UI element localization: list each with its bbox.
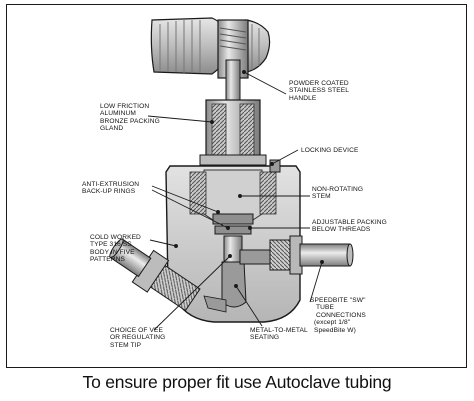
label-connections-sub: TUBE CONNECTIONS: [316, 304, 366, 319]
diagram-frame: [6, 4, 467, 368]
label-backup-rings: ANTI-EXTRUSION BACK-UP RINGS: [82, 181, 140, 196]
leader-lines: [147, 70, 324, 331]
locking-device: [269, 159, 281, 173]
label-adjustable-packing: ADJUSTABLE PACKING BELOW THREADS: [312, 219, 387, 234]
label-seating: METAL-TO-METAL SEATING: [250, 327, 308, 342]
label-stem-tip: CHOICE OF VEE OR REGULATING STEM TIP: [110, 327, 166, 349]
label-body: COLD WORKED TYPE 316 SS BODY IN FIVE PAT…: [90, 234, 141, 264]
handle: [150, 17, 271, 79]
label-connections: SPEEDBITE "SW" TUBE CONNECTIONS (except …: [310, 297, 366, 334]
packing-gland: [199, 99, 267, 166]
label-handle: POWDER COATED STAINLESS STEEL HANDLE: [289, 80, 350, 102]
label-connections-note: (except 1/8" SpeedBite W): [314, 319, 356, 334]
label-packing-gland: LOW FRICTION ALUMINUM BRONZE PACKING GLA…: [100, 103, 160, 133]
label-locking-device: LOCKING DEVICE: [301, 147, 359, 154]
label-connections-title: SPEEDBITE "SW": [310, 297, 366, 304]
right-tube-connection: [269, 235, 354, 275]
left-tube-connection: [109, 238, 227, 313]
label-non-rotating-stem: NON-ROTATING STEM: [312, 186, 364, 201]
figure-caption: To ensure proper fit use Autoclave tubin…: [82, 372, 392, 392]
